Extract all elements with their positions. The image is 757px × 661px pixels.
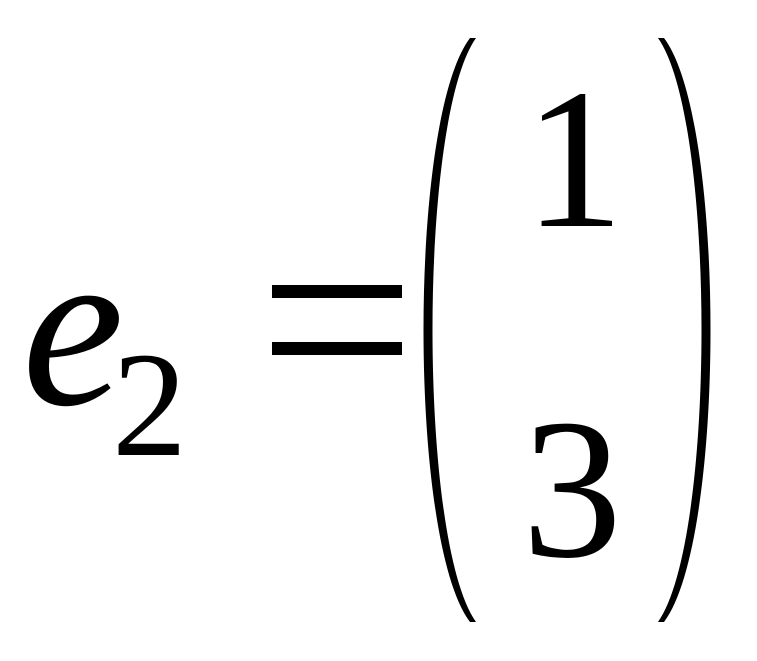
equals-sign [272,285,402,355]
right-parenthesis [658,38,711,622]
vector-entry-bottom: 3 [522,379,622,600]
vector-entry-top: 1 [524,49,624,270]
vector-variable: e [22,199,125,454]
equals-bar-top [272,285,402,298]
left-parenthesis [423,38,476,622]
vector-subscript: 2 [112,322,187,488]
equals-bar-bottom [272,342,402,355]
